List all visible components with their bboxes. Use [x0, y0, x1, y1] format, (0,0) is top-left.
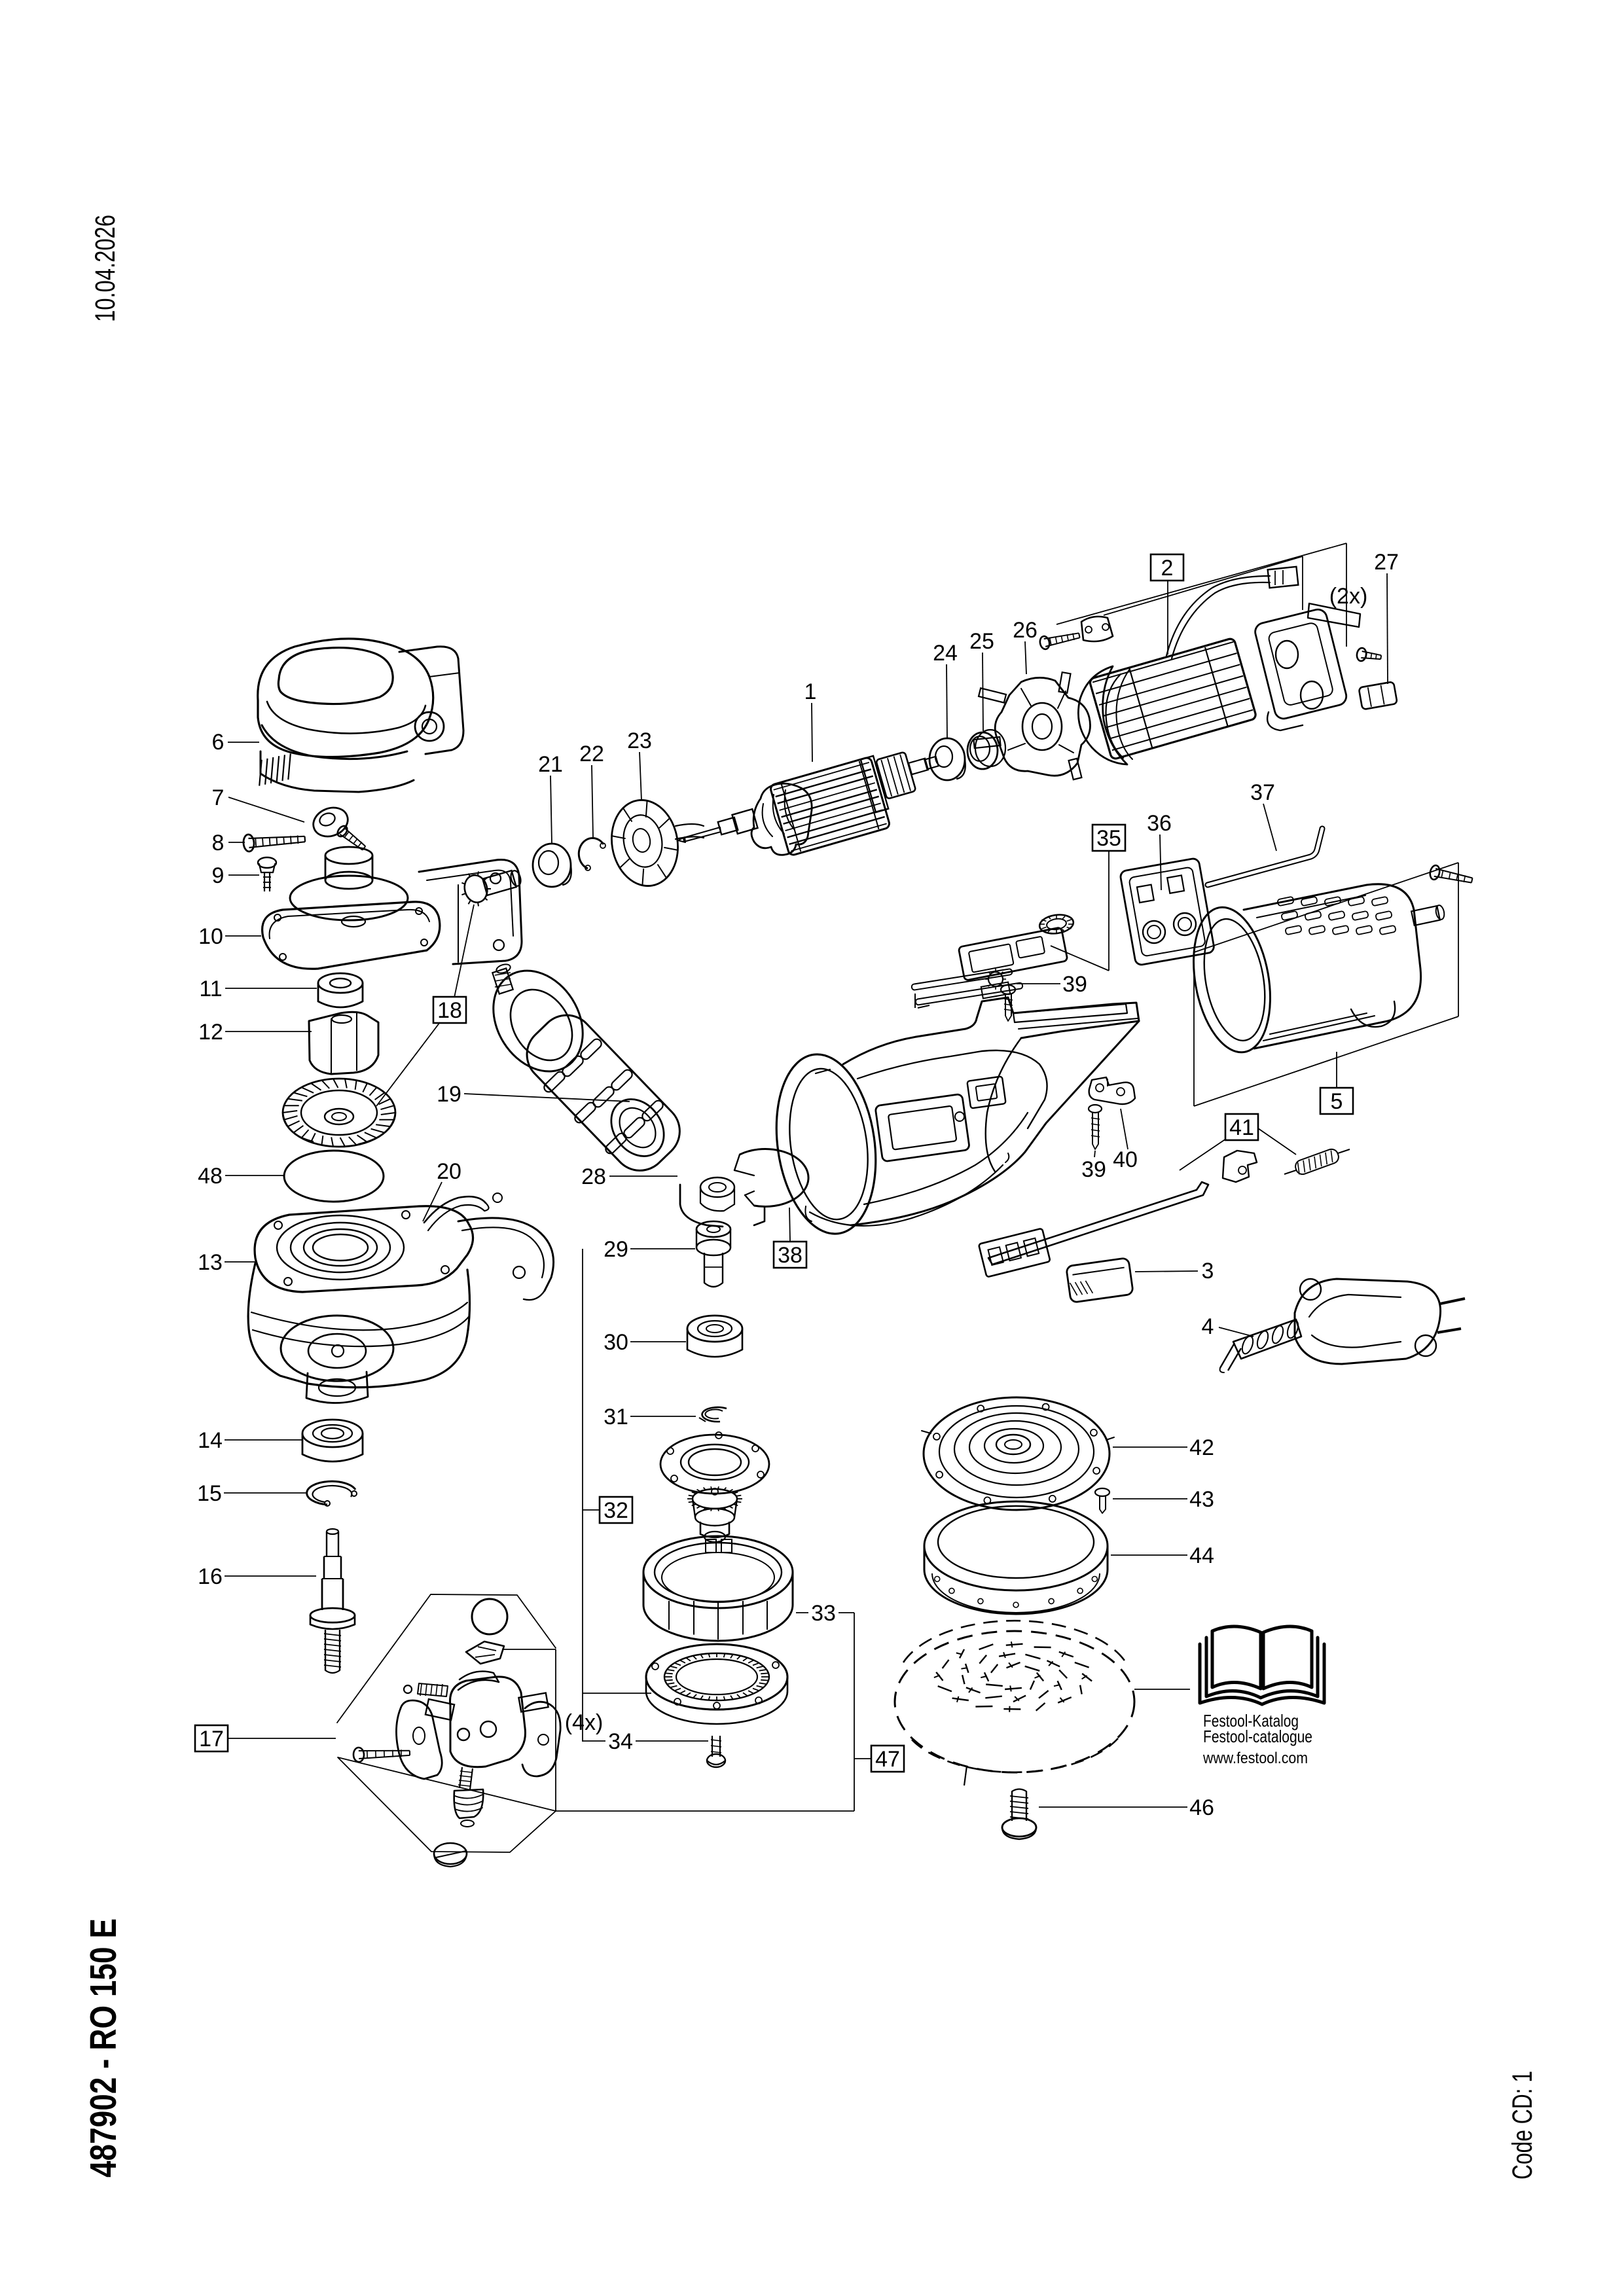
- svg-text:20: 20: [437, 1159, 461, 1184]
- svg-text:29: 29: [604, 1237, 628, 1262]
- svg-text:46: 46: [1189, 1795, 1214, 1820]
- svg-text:10: 10: [198, 924, 223, 949]
- svg-text:41: 41: [1229, 1115, 1254, 1140]
- svg-text:39: 39: [1081, 1157, 1106, 1182]
- svg-text:33: 33: [811, 1601, 836, 1626]
- svg-text:9: 9: [212, 863, 225, 888]
- svg-text:13: 13: [198, 1250, 223, 1275]
- svg-text:(2x): (2x): [1329, 584, 1368, 609]
- svg-text:35: 35: [1096, 826, 1121, 851]
- svg-text:487902 - RO 150 E: 487902 - RO 150 E: [83, 1918, 124, 2178]
- svg-text:36: 36: [1147, 811, 1172, 836]
- svg-text:28: 28: [581, 1164, 606, 1189]
- svg-text:17: 17: [199, 1727, 224, 1751]
- svg-text:11: 11: [199, 977, 222, 1001]
- svg-text:www.festool.com: www.festool.com: [1202, 1749, 1308, 1767]
- svg-text:5: 5: [1331, 1089, 1343, 1114]
- svg-text:3: 3: [1202, 1259, 1214, 1283]
- svg-text:24: 24: [933, 641, 958, 666]
- svg-text:32: 32: [604, 1498, 628, 1523]
- svg-text:26: 26: [1013, 618, 1038, 643]
- svg-text:27: 27: [1374, 550, 1399, 575]
- svg-text:15: 15: [197, 1481, 222, 1506]
- svg-text:Code CD: 1: Code CD: 1: [1507, 2071, 1538, 2179]
- svg-text:43: 43: [1189, 1487, 1214, 1512]
- svg-text:18: 18: [437, 998, 462, 1023]
- svg-text:12: 12: [198, 1020, 223, 1045]
- svg-text:37: 37: [1250, 780, 1275, 805]
- svg-text:1: 1: [804, 679, 817, 704]
- svg-text:30: 30: [604, 1330, 628, 1355]
- svg-text:Festool-catalogue: Festool-catalogue: [1203, 1727, 1312, 1746]
- svg-text:22: 22: [579, 742, 604, 766]
- svg-text:2: 2: [1161, 556, 1174, 581]
- svg-text:47: 47: [875, 1747, 900, 1772]
- svg-text:21: 21: [538, 752, 563, 777]
- svg-text:(4x): (4x): [565, 1710, 604, 1735]
- svg-text:39: 39: [1062, 972, 1087, 997]
- svg-text:6: 6: [212, 730, 225, 755]
- svg-text:40: 40: [1113, 1147, 1138, 1172]
- svg-text:8: 8: [212, 831, 225, 855]
- svg-text:19: 19: [437, 1082, 461, 1107]
- svg-text:16: 16: [198, 1564, 223, 1589]
- svg-text:31: 31: [604, 1405, 628, 1429]
- svg-text:34: 34: [608, 1729, 633, 1754]
- svg-text:25: 25: [969, 629, 994, 654]
- svg-text:Festool-Katalog: Festool-Katalog: [1203, 1711, 1299, 1731]
- svg-text:42: 42: [1189, 1435, 1214, 1460]
- svg-text:48: 48: [198, 1164, 223, 1189]
- svg-text:4: 4: [1202, 1314, 1214, 1339]
- svg-text:23: 23: [627, 728, 652, 753]
- svg-text:38: 38: [778, 1243, 803, 1268]
- svg-text:14: 14: [198, 1428, 223, 1453]
- svg-text:10.04.2026: 10.04.2026: [90, 215, 120, 322]
- svg-text:7: 7: [212, 785, 225, 810]
- svg-text:44: 44: [1189, 1543, 1214, 1568]
